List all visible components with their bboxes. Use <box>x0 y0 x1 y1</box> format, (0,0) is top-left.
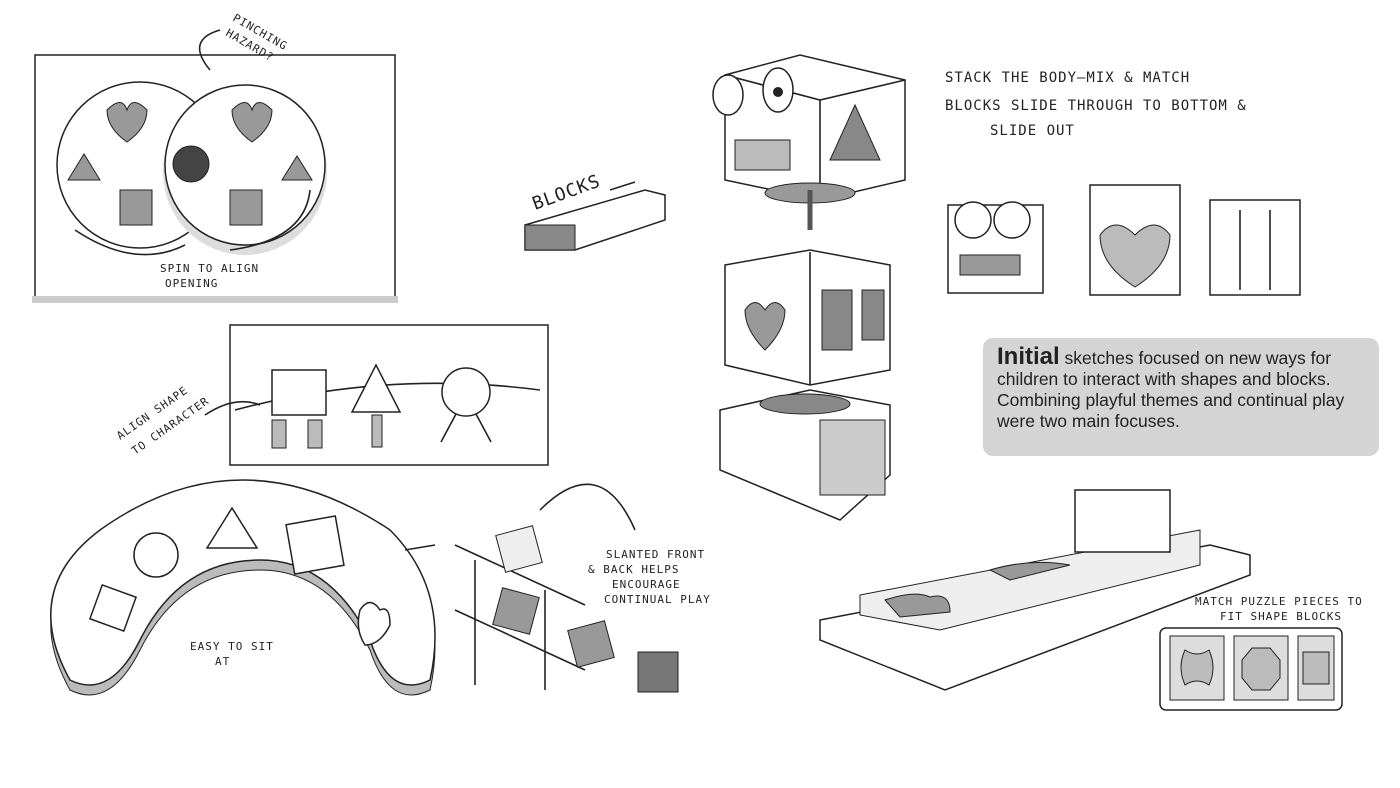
label-spin-1: SPIN TO ALIGN <box>160 262 259 275</box>
label-match-1: MATCH PUZZLE PIECES TO <box>1195 595 1363 608</box>
label-spin-2: OPENING <box>165 277 218 290</box>
spin-discs-sketch <box>32 29 398 303</box>
bullet-3: SLIDE OUT <box>990 123 1075 139</box>
label-slanted-2: & BACK HELPS <box>588 563 679 576</box>
label-easy-2: AT <box>215 655 230 668</box>
bullet-1: STACK THE BODY—MIX & MATCH <box>945 70 1190 86</box>
stack-tower-sketch <box>712 54 906 521</box>
description-callout: Initial sketches focused on new ways for… <box>983 338 1379 456</box>
label-easy-1: EASY TO SIT <box>190 640 274 653</box>
blocks-sketch <box>524 181 666 251</box>
callout-text: sketches focused on new ways for childre… <box>997 348 1345 431</box>
arc-table-sketch <box>50 479 436 696</box>
callout-lead: Initial <box>997 343 1060 370</box>
slanted-ramp-sketch <box>454 483 679 693</box>
label-slanted-1: SLANTED FRONT <box>606 548 705 561</box>
characters-sketch <box>204 324 549 466</box>
robot-views-sketch <box>947 184 1301 296</box>
label-match-2: FIT SHAPE BLOCKS <box>1220 610 1342 623</box>
bullet-2: BLOCKS SLIDE THROUGH TO BOTTOM & <box>945 98 1247 114</box>
label-slanted-3: ENCOURAGE <box>612 578 681 591</box>
puzzle-tray-sketch <box>819 489 1251 691</box>
puzzle-top-view <box>1159 627 1343 711</box>
label-slanted-4: CONTINUAL PLAY <box>604 593 711 606</box>
